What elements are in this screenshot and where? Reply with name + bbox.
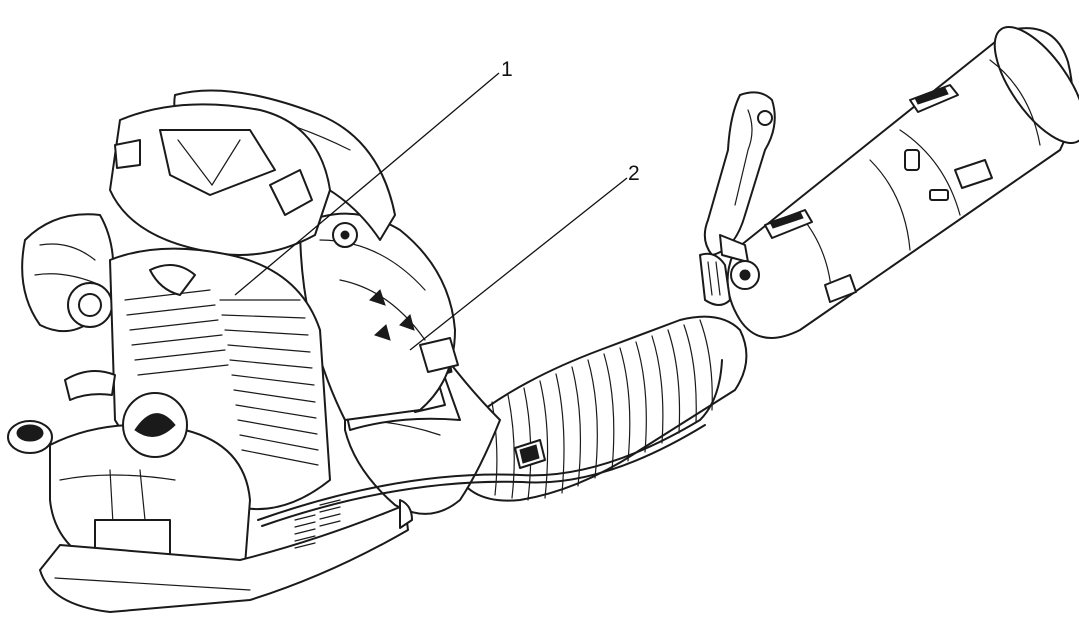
callout-1-leader: [234, 72, 500, 296]
throttle-handle: [699, 91, 776, 306]
mount-springs: [294, 499, 341, 549]
throttle-cable: [257, 359, 723, 527]
air-filter-housing: [21, 213, 115, 333]
engine-shroud: [109, 103, 331, 256]
callout-1-label: 1: [501, 58, 513, 81]
callout-2-label: 2: [628, 162, 640, 185]
callout-2-leader: [409, 177, 628, 351]
blower-tube: [726, 26, 1079, 339]
fuel-tank: [7, 392, 251, 580]
base-plate: [39, 499, 413, 613]
